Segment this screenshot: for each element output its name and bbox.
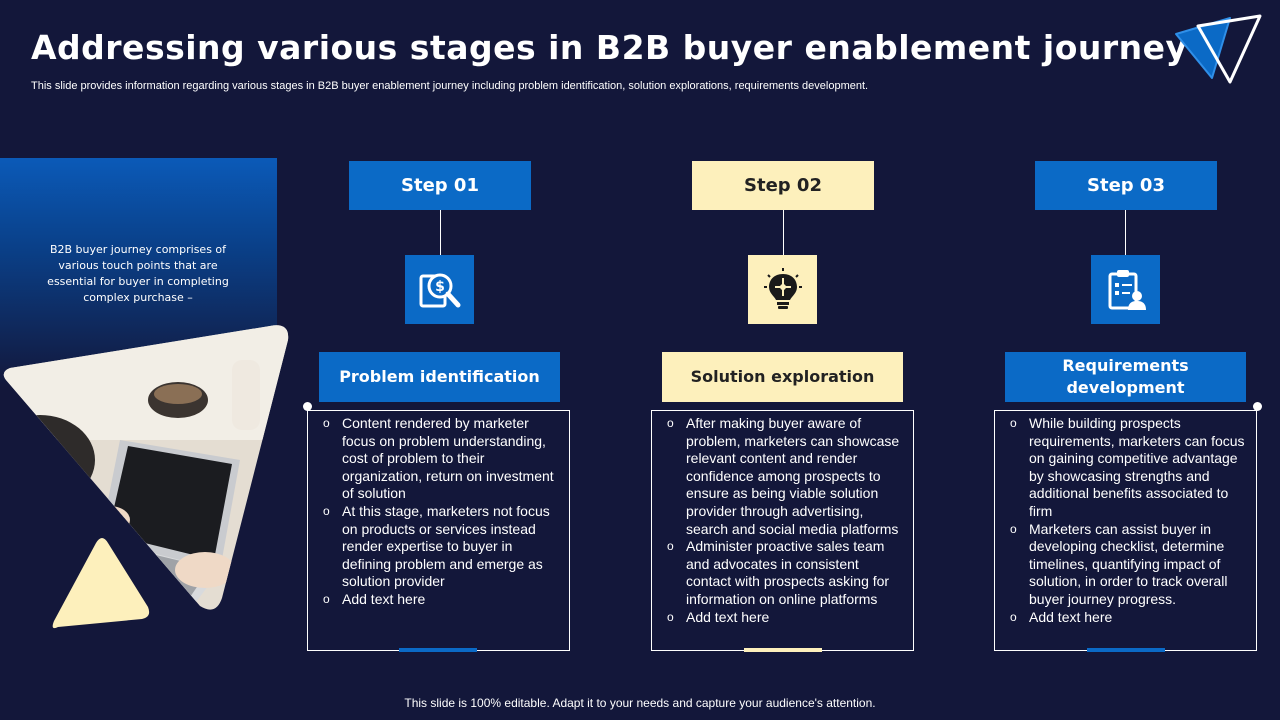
step-02-icon-box	[748, 255, 817, 324]
step-03-card: While building prospects requirements, m…	[994, 410, 1257, 651]
step-01-heading: Problem identification	[319, 352, 560, 402]
step-03-heading: Requirements development	[1005, 352, 1246, 402]
decorative-triangle	[52, 538, 150, 629]
card-accent-bar	[399, 648, 477, 652]
step-02-label: Step 02	[692, 161, 874, 210]
bullet-item: After making buyer aware of problem, mar…	[667, 415, 903, 538]
card-corner-dot	[303, 402, 312, 411]
slide-subtitle: This slide provides information regardin…	[31, 80, 869, 92]
search-dollar-icon: $	[419, 273, 460, 307]
step-03-icon-box	[1091, 255, 1160, 324]
step-01-card: Content rendered by marketer focus on pr…	[307, 410, 570, 651]
step-01-label: Step 01	[349, 161, 531, 210]
bullet-item: Add text here	[667, 609, 903, 627]
bullet-item: Marketers can assist buyer in developing…	[1010, 521, 1246, 609]
bullet-item: Add text here	[323, 591, 559, 609]
footer-note: This slide is 100% editable. Adapt it to…	[404, 696, 876, 710]
bullet-item: Content rendered by marketer focus on pr…	[323, 415, 559, 503]
card-corner-dot	[1253, 402, 1262, 411]
slide-title: Addressing various stages in B2B buyer e…	[31, 28, 1188, 67]
bullet-item: At this stage, marketers not focus on pr…	[323, 503, 559, 591]
step-02-card: After making buyer aware of problem, mar…	[651, 410, 914, 651]
svg-text:$: $	[435, 279, 445, 295]
logo-triangle-icon	[1175, 14, 1262, 84]
connector-line	[440, 210, 441, 255]
step-02-bullets: After making buyer aware of problem, mar…	[652, 411, 913, 626]
step-01-icon-box: $	[405, 255, 474, 324]
bullet-item: Add text here	[1010, 609, 1246, 627]
side-panel-text: B2B buyer journey comprises of various t…	[47, 243, 229, 304]
bullet-item: While building prospects requirements, m…	[1010, 415, 1246, 521]
connector-line	[783, 210, 784, 255]
connector-line	[1125, 210, 1126, 255]
bullet-item: Administer proactive sales team and advo…	[667, 538, 903, 608]
clipboard-user-icon	[1108, 269, 1146, 310]
lightbulb-puzzle-icon	[763, 267, 802, 309]
step-03-bullets: While building prospects requirements, m…	[995, 411, 1256, 626]
step-01-bullets: Content rendered by marketer focus on pr…	[308, 411, 569, 609]
card-accent-bar	[744, 648, 822, 652]
step-02-heading: Solution exploration	[662, 352, 903, 402]
laptop-photo	[3, 325, 289, 610]
step-03-label: Step 03	[1035, 161, 1217, 210]
card-accent-bar	[1087, 648, 1165, 652]
